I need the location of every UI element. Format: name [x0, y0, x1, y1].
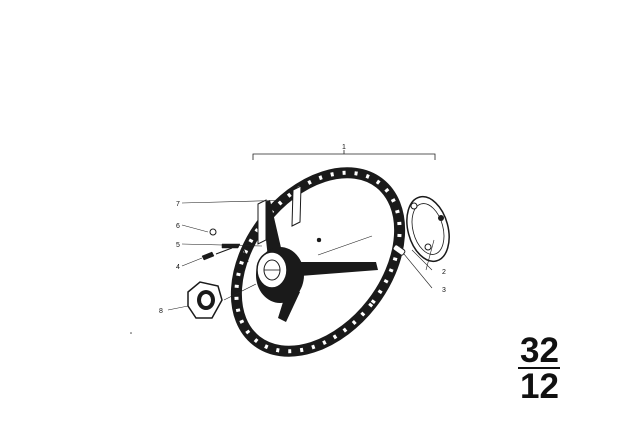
assembly-bracket	[252, 150, 436, 160]
callout-5: 5	[176, 242, 180, 249]
callout-7: 7	[176, 201, 180, 208]
horn-button-part	[187, 281, 223, 319]
callout-8: 8	[159, 308, 163, 315]
wheel-hub	[256, 247, 304, 303]
callout-2: 2	[442, 269, 446, 276]
group-number-sub: 12	[520, 367, 559, 406]
wheel-spokes	[262, 200, 378, 322]
callout-3: 3	[442, 287, 446, 294]
group-divider	[518, 367, 560, 369]
hub-cover-plate	[406, 195, 450, 263]
callout-1: 1	[342, 144, 346, 151]
callout-4: 4	[176, 264, 180, 271]
pin-part	[392, 244, 406, 256]
leader-lines	[167, 199, 435, 311]
callout-6: 6	[176, 223, 180, 230]
spoke-trim-plates	[257, 185, 302, 245]
stray-mark	[130, 332, 132, 334]
group-number-main: 32	[520, 331, 559, 370]
